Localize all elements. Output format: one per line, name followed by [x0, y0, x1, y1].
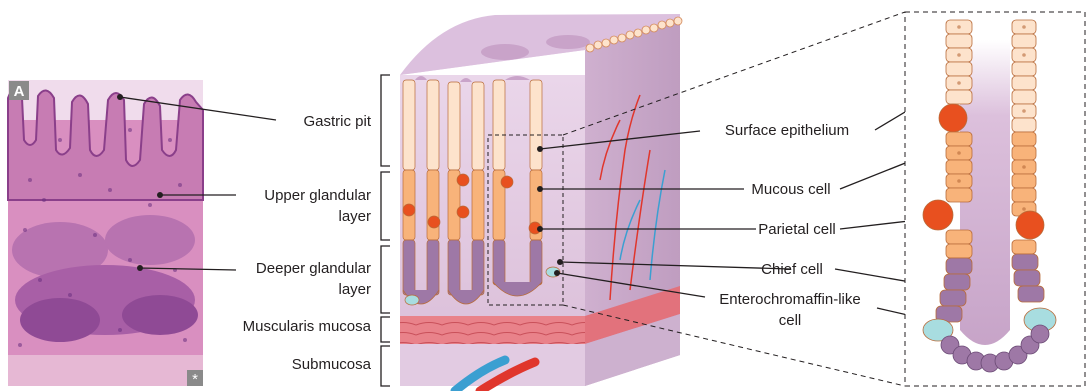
- label-chief-cell: Chief cell: [761, 261, 823, 278]
- label-deeper-glandular-1: Deeper glandular: [256, 260, 371, 277]
- label-upper-glandular-1: Upper glandular: [264, 187, 371, 204]
- label-mucous-cell: Mucous cell: [751, 181, 830, 198]
- panel-badge-text: A: [14, 83, 25, 100]
- magnified-gland: [905, 12, 1085, 386]
- label-surface-epithelium: Surface epithelium: [725, 122, 849, 139]
- stomach-block: [400, 14, 682, 391]
- layer-brackets: [381, 75, 390, 386]
- label-ecl-2: cell: [779, 312, 802, 329]
- label-gastric-pit: Gastric pit: [303, 113, 371, 130]
- corner-mark-text: *: [192, 371, 198, 388]
- label-deeper-glandular-2: layer: [338, 281, 371, 298]
- histology-micrograph: A *: [8, 80, 203, 388]
- label-ecl-1: Enterochromaffin-like: [719, 291, 860, 308]
- label-submucosa: Submucosa: [292, 356, 372, 373]
- label-muscularis-mucosa: Muscularis mucosa: [243, 318, 372, 335]
- label-upper-glandular-2: layer: [338, 208, 371, 225]
- label-parietal-cell: Parietal cell: [758, 221, 836, 238]
